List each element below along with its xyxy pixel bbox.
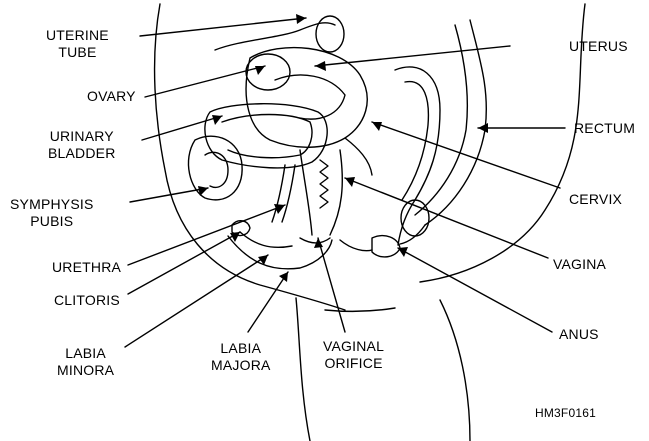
sacrum [425,20,486,225]
label-uterine-tube: UTERINE TUBE [46,27,109,61]
label-uterine-tube-line1: UTERINE [46,27,109,44]
perineum-line [325,308,395,311]
arrowhead-cervix [372,122,382,131]
leader-labia-minora [125,255,268,347]
perineal-fold [340,240,372,251]
label-ovary: OVARY [87,88,136,105]
label-vaginal-orifice: VAGINAL ORIFICE [323,338,384,372]
label-vagina: VAGINA [553,256,606,273]
label-vaginal-orifice-line2: ORIFICE [323,355,384,372]
bladder-wall [222,115,312,158]
figure-code: HM3F0161 [535,405,596,422]
label-urinary-bladder: URINARY BLADDER [48,128,116,162]
arrowhead-uterine-tube [296,14,306,24]
ovary-shape [246,54,290,90]
arrowhead-ovary [255,66,265,75]
label-urinary-bladder-line2: BLADDER [48,145,116,162]
label-symphysis-pubis: SYMPHYSIS PUBIS [10,196,94,230]
buttock-line [440,300,470,441]
urethra-shape [272,165,285,222]
label-urinary-bladder-line1: URINARY [48,128,116,145]
arrowhead-uterus [315,61,326,71]
label-labia-minora-line2: MINORA [57,362,114,379]
labia-majora-shape [228,236,332,269]
labia-minora-shape [240,232,292,247]
vagina-back [330,150,342,235]
uterus-cavity [275,75,345,119]
leader-uterine-tube [140,18,306,36]
leader-urethra [128,205,285,265]
label-anus: ANUS [559,326,599,343]
symphysis-inner [205,152,228,187]
label-uterine-tube-line2: TUBE [46,44,109,61]
label-urethra: URETHRA [52,259,121,276]
leader-ovary [145,66,265,97]
label-clitoris: CLITORIS [54,292,120,309]
label-labia-minora: LABIA MINORA [57,345,114,379]
leader-anus [398,248,552,332]
leader-clitoris [128,232,240,294]
vagina-rugae [320,160,328,208]
fimbriae [316,16,344,52]
label-symphysis-pubis-line2: PUBIS [10,213,94,230]
label-labia-majora-line2: MAJORA [211,357,271,374]
arrowhead-urinary-bladder [212,115,222,125]
arrowhead-rectum [478,123,488,133]
label-symphysis-pubis-line1: SYMPHYSIS [10,196,94,213]
label-labia-majora: LABIA MAJORA [211,340,271,374]
thigh-line [296,298,310,441]
arrowhead-labia-majora [279,272,288,282]
leader-labia-majora [248,272,288,332]
label-labia-minora-line1: LABIA [57,345,114,362]
leader-vaginal-orifice [318,238,345,332]
label-rectum: RECTUM [574,120,635,137]
leader-vagina [345,178,548,258]
cervix-shape [345,138,372,175]
label-uterus: UTERUS [569,38,628,55]
label-cervix: CERVIX [569,191,622,208]
label-vaginal-orifice-line1: VAGINAL [323,338,384,355]
vaginal-orifice-shape [300,238,330,243]
label-labia-majora-line1: LABIA [211,340,271,357]
anus-shape [372,236,400,257]
arrowhead-vagina [345,177,355,187]
